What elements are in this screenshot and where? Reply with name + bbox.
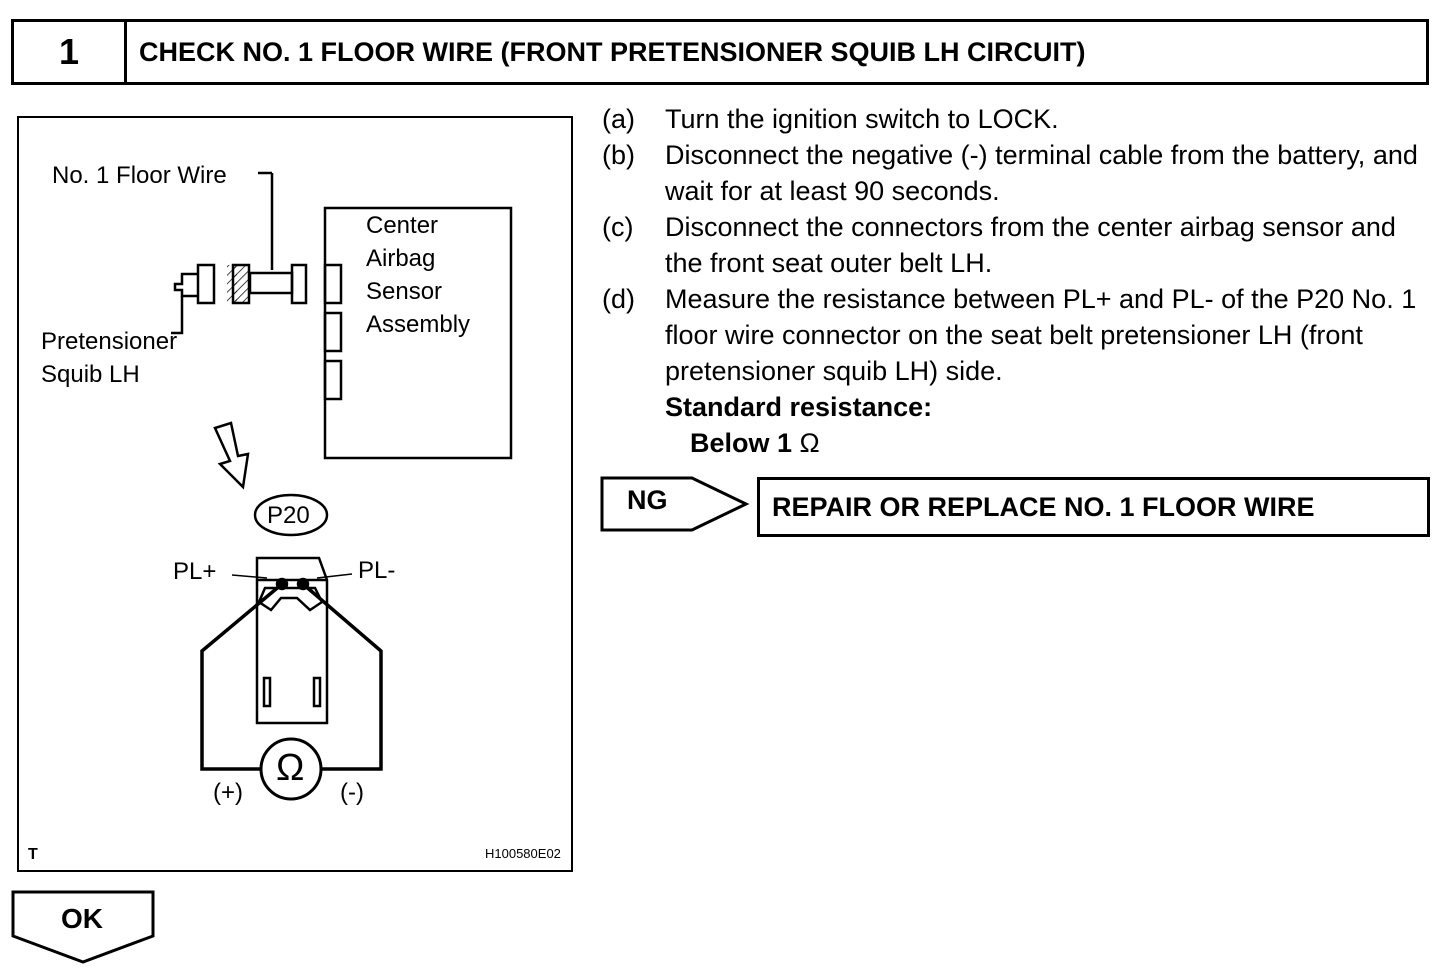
corner-mark: T bbox=[28, 846, 38, 863]
floor-wire-label: No. 1 Floor Wire bbox=[52, 162, 227, 189]
ng-action-box: REPAIR OR REPLACE NO. 1 FLOOR WIRE bbox=[757, 477, 1430, 537]
instruction-item: (c) Disconnect the connectors from the c… bbox=[602, 209, 1432, 281]
center-airbag-sensor-box bbox=[323, 206, 513, 460]
terminal-minus-label: PL- bbox=[358, 557, 396, 584]
step-number: 1 bbox=[14, 22, 127, 82]
instruction-letter: (c) bbox=[602, 212, 634, 242]
instruction-letter: (b) bbox=[602, 140, 635, 170]
probe-plus-label: (+) bbox=[213, 779, 243, 806]
wiring-diagram bbox=[171, 171, 513, 801]
instruction-item: (a) Turn the ignition switch to LOCK. bbox=[602, 101, 1432, 137]
center-sensor-label-line3: Sensor bbox=[366, 278, 443, 305]
arrow-down-icon bbox=[213, 421, 250, 490]
ohm-unit: Ω bbox=[799, 428, 820, 458]
ok-label: OK bbox=[61, 903, 103, 934]
instruction-text: Measure the resistance between PL+ and P… bbox=[665, 284, 1417, 386]
floor-wire-harness bbox=[227, 171, 308, 305]
connector-face bbox=[231, 556, 353, 725]
ng-arrow-shape bbox=[600, 476, 750, 532]
pretensioner-squib-connector bbox=[171, 263, 216, 335]
squib-label-line2: Squib LH bbox=[41, 361, 140, 388]
standard-resistance-value: Below 1 Ω bbox=[602, 425, 1432, 461]
p20-callout bbox=[253, 493, 329, 537]
instruction-letter: (d) bbox=[602, 284, 635, 314]
instruction-text: Disconnect the negative (-) terminal cab… bbox=[665, 140, 1418, 206]
connector-id-label: P20 bbox=[267, 502, 310, 529]
test-leads bbox=[200, 582, 383, 771]
step-title: CHECK NO. 1 FLOOR WIRE (FRONT PRETENSION… bbox=[139, 36, 1086, 67]
instruction-item: (d) Measure the resistance between PL+ a… bbox=[602, 281, 1432, 389]
instruction-text: Turn the ignition switch to LOCK. bbox=[665, 104, 1059, 134]
squib-label-line1: Pretensioner bbox=[41, 328, 178, 355]
probe-minus-label: (-) bbox=[340, 779, 364, 806]
ng-result-arrow: NG bbox=[600, 476, 750, 537]
instruction-item: (b) Disconnect the negative (-) terminal… bbox=[602, 137, 1432, 209]
center-sensor-label-line4: Assembly bbox=[366, 311, 471, 338]
wiring-figure: No. 1 Floor Wire Center Airbag Sensor As… bbox=[17, 116, 573, 872]
figure-code: H100580E02 bbox=[485, 846, 561, 861]
center-sensor-label-line2: Airbag bbox=[366, 245, 436, 272]
ok-arrow-shape bbox=[11, 890, 155, 964]
standard-value-text: Below 1 bbox=[690, 428, 793, 458]
ohm-icon: Ω bbox=[276, 747, 305, 789]
center-sensor-label-line1: Center bbox=[366, 212, 439, 239]
standard-resistance-label: Standard resistance: bbox=[665, 392, 933, 422]
ok-result-arrow: OK bbox=[11, 890, 157, 971]
instruction-letter: (a) bbox=[602, 104, 635, 134]
terminal-plus-label: PL+ bbox=[173, 558, 217, 585]
ohmmeter-circle bbox=[259, 737, 323, 801]
instruction-list: (a) Turn the ignition switch to LOCK. (b… bbox=[602, 101, 1432, 461]
ng-label: NG bbox=[627, 485, 668, 515]
instruction-text: Disconnect the connectors from the cente… bbox=[665, 212, 1396, 278]
step-header: 1 CHECK NO. 1 FLOOR WIRE (FRONT PRETENSI… bbox=[11, 19, 1429, 85]
